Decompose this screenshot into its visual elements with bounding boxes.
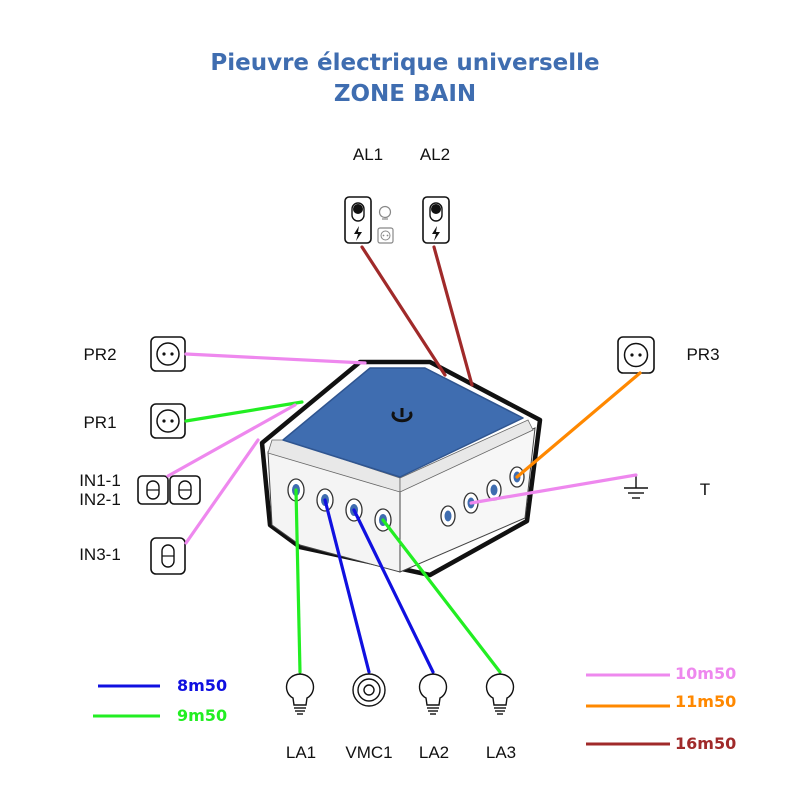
fan-icon bbox=[352, 673, 386, 707]
switch-icon bbox=[150, 537, 186, 575]
wire-al2 bbox=[432, 245, 474, 387]
legend-text-8m50: 8m50 bbox=[177, 676, 227, 695]
label-pr3: PR3 bbox=[686, 345, 719, 364]
wires bbox=[166, 245, 642, 674]
label-al2: AL2 bbox=[420, 145, 450, 164]
legend: 8m50 9m50 10m50 11m50 16m50 bbox=[93, 664, 736, 753]
legend-text-10m50: 10m50 bbox=[675, 664, 736, 683]
label-al1: AL1 bbox=[353, 145, 383, 164]
wire-t bbox=[469, 473, 638, 505]
label-la3: LA3 bbox=[486, 743, 516, 762]
power-button-icon bbox=[391, 408, 413, 423]
lightbulb-icon bbox=[418, 673, 448, 715]
wire-in3 bbox=[184, 438, 260, 545]
label-la1: LA1 bbox=[286, 743, 316, 762]
wire-la3 bbox=[381, 518, 502, 674]
double-switch-icon bbox=[137, 475, 201, 505]
label-vmc1: VMC1 bbox=[345, 743, 392, 762]
wire-pr3 bbox=[515, 371, 642, 479]
socket-icon bbox=[150, 336, 186, 372]
switch-with-lightbulb-and-outlet-icon bbox=[344, 196, 394, 244]
wire-in1-in2 bbox=[166, 403, 297, 478]
title-line-1: Pieuvre électrique universelle bbox=[210, 50, 599, 76]
label-in2: IN2-1 bbox=[79, 490, 121, 509]
label-la2: LA2 bbox=[419, 743, 449, 762]
legend-text-11m50: 11m50 bbox=[675, 692, 736, 711]
socket-icon bbox=[150, 403, 186, 439]
wire-la1 bbox=[294, 488, 302, 674]
wire-pr2 bbox=[184, 352, 367, 365]
wire-al1 bbox=[360, 245, 447, 377]
socket-icon bbox=[617, 336, 655, 374]
label-in1: IN1-1 bbox=[79, 471, 121, 490]
wire-la2 bbox=[352, 508, 435, 674]
label-in3: IN3-1 bbox=[79, 545, 121, 564]
label-pr2: PR2 bbox=[83, 345, 116, 364]
lightbulb-icon bbox=[285, 673, 315, 715]
wire-pr1 bbox=[184, 400, 304, 423]
switch-icon bbox=[422, 196, 450, 244]
legend-text-16m50: 16m50 bbox=[675, 734, 736, 753]
wire-vmc1 bbox=[323, 498, 371, 674]
title-line-2: ZONE BAIN bbox=[334, 81, 476, 107]
legend-text-9m50: 9m50 bbox=[177, 706, 227, 725]
ground-icon bbox=[624, 475, 648, 499]
label-t: T bbox=[700, 480, 710, 499]
label-pr1: PR1 bbox=[83, 413, 116, 432]
lightbulb-icon bbox=[485, 673, 515, 715]
